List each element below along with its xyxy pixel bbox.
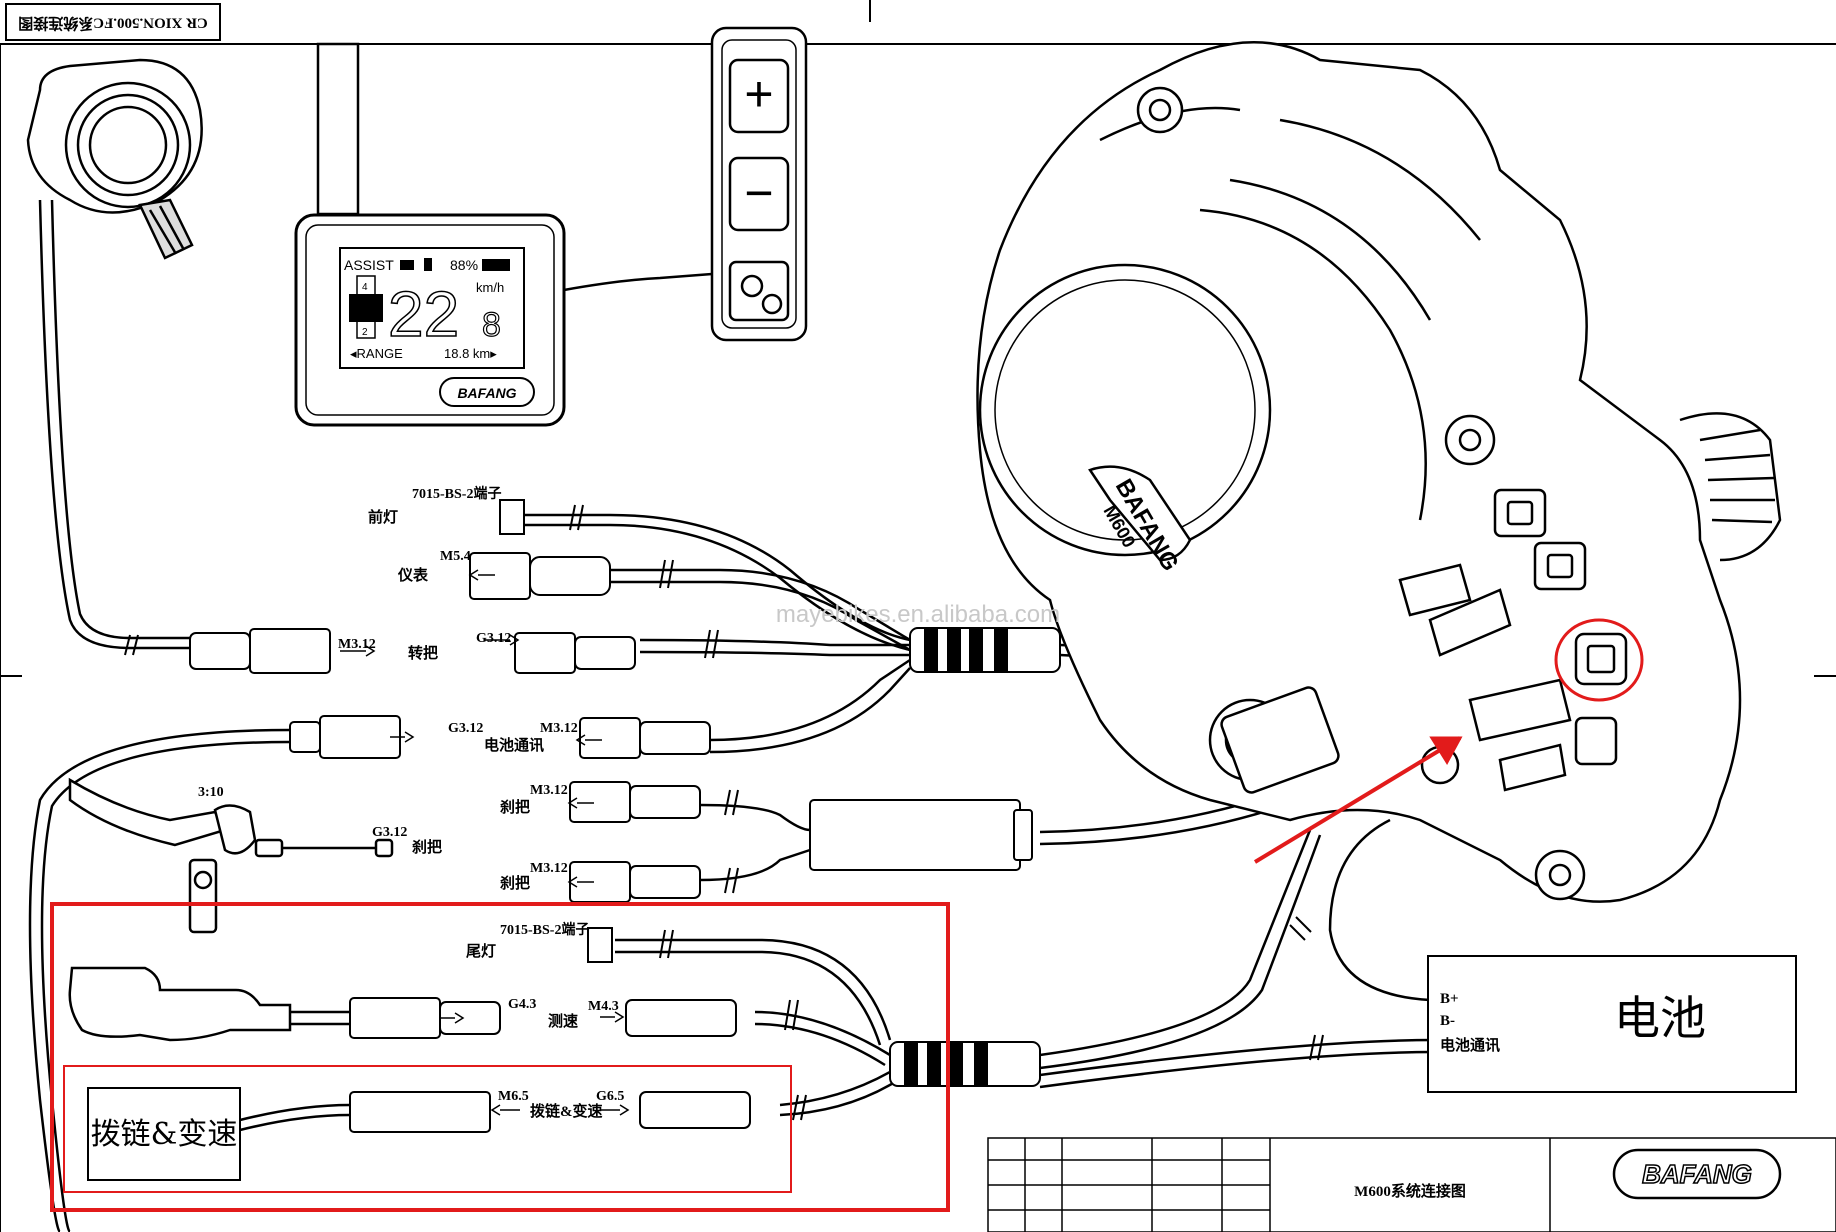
- shift-g-code: G6.5: [596, 1089, 624, 1104]
- brake2-m-code: M3.12: [530, 861, 568, 876]
- range-label: ◂RANGE: [350, 346, 403, 361]
- shift-box-label: 拨链&变速: [91, 1117, 238, 1152]
- brake-junction: [809, 799, 1021, 871]
- assist-level-top: 4: [362, 282, 368, 293]
- display-brand: BAFANG: [457, 385, 516, 401]
- speed-decimal: 8: [482, 306, 501, 344]
- assist-level-block: [349, 294, 383, 322]
- brake1-label: 刹把: [500, 798, 530, 816]
- highlight-marks: [1253, 618, 1644, 864]
- connectors: [189, 499, 1033, 1133]
- meter-code: M5.4: [440, 549, 471, 564]
- batt-comm-g-code: G3.12: [448, 721, 483, 736]
- brake1-m-code: M3.12: [530, 783, 568, 798]
- cable-break-marks: [124, 504, 1324, 1121]
- throttle-plug-m: [189, 632, 251, 670]
- shift-m-code: M6.5: [498, 1089, 529, 1104]
- power-icon: [761, 293, 783, 315]
- plus-icon: +: [744, 66, 773, 122]
- plus-button[interactable]: [728, 58, 790, 134]
- remote-control: + −: [710, 26, 808, 342]
- speed-m-code: M4.3: [588, 999, 619, 1014]
- speed-sensor: [68, 966, 292, 1042]
- highlight-box-inner: [63, 1065, 792, 1193]
- thumb-throttle: [26, 58, 203, 260]
- battery-box: B+ B- 电池通讯 电池: [1427, 955, 1797, 1093]
- throttle-m-code: M3.12: [338, 637, 376, 652]
- speed-label: 测速: [548, 1012, 578, 1030]
- display-mount: [316, 42, 360, 216]
- minus-icon: −: [744, 165, 773, 221]
- throttle-label: 转把: [408, 644, 438, 662]
- batt-comm-plug-g: [319, 715, 401, 759]
- throttle-plug-body: [249, 628, 331, 674]
- brake-label: 刹把: [412, 838, 442, 856]
- shift-label: 拨链&变速: [530, 1102, 603, 1120]
- batt-comm-m-code: M3.12: [540, 721, 578, 736]
- main-connectors: [889, 627, 1061, 1087]
- chainring-spline: [1679, 412, 1782, 562]
- walk-icon: [424, 258, 432, 271]
- light-icon: [400, 260, 414, 270]
- brake-ratio: 3:10: [198, 785, 224, 800]
- tail-light-label: 尾灯: [466, 943, 496, 960]
- walk-assist-icon: [740, 274, 764, 298]
- highlight-arrow-shaft: [1253, 736, 1462, 864]
- speed-g-code: G4.3: [508, 997, 536, 1012]
- minus-button[interactable]: [728, 156, 790, 232]
- assist-label: ASSIST: [344, 257, 394, 273]
- batt-comm-label: 电池通讯: [484, 736, 544, 754]
- harness-labels: 7015-BS-2端子 前灯 M5.4 仪表 M3.12 G3.12 转把 G3…: [198, 485, 624, 1120]
- motor-m600: BAFANG M600: [976, 40, 1782, 903]
- speed-plug-g: [349, 997, 441, 1039]
- highlight-box-outer: [50, 902, 950, 1212]
- battery-b-minus: B-: [1440, 1013, 1455, 1029]
- highlight-circle: [1554, 618, 1644, 702]
- direction-arrows: [340, 560, 630, 1116]
- brake-g-code: G3.12: [372, 825, 407, 840]
- front-light-label: 前灯: [368, 508, 398, 526]
- throttle-g-code: G3.12: [476, 631, 511, 646]
- range-value: 18.8 km▸: [444, 346, 497, 361]
- motor-cover: [978, 263, 1272, 557]
- shift-plug-m: [349, 1091, 491, 1133]
- battery-comm: 电池通讯: [1440, 1036, 1500, 1054]
- speed-plug-m: [625, 999, 737, 1037]
- throttle-plug-g: [514, 632, 576, 674]
- watermark: mayebikes.en.alibaba.com: [776, 601, 1060, 628]
- header-code: CR XION.500.FC系统连接图: [18, 15, 208, 33]
- drawing-title: M600系统连接图: [1354, 1182, 1466, 1200]
- battery-b-plus: B+: [1440, 991, 1459, 1007]
- batt-comm-plug-m: [579, 717, 641, 759]
- battery-icon: [482, 259, 510, 271]
- speed-main: 22: [388, 278, 459, 350]
- display-unit: ASSIST 88% 4 2 22 8 km/h ◂RANGE 18.8 km▸…: [294, 42, 713, 427]
- shift-box: [87, 1087, 241, 1181]
- highlight-arrow-head: [1429, 736, 1463, 765]
- assist-level-bottom: 2: [362, 327, 368, 338]
- brake2-label: 刹把: [500, 874, 530, 892]
- title-block: [987, 1137, 1836, 1232]
- speed-unit: km/h: [476, 280, 504, 295]
- meter-plug: [469, 552, 531, 600]
- tail-light-terminal-box: [587, 927, 613, 963]
- battery-percent: 88%: [450, 257, 478, 273]
- meter-label: 仪表: [397, 566, 429, 584]
- brake-lever: [68, 777, 394, 934]
- battery-title: 电池: [1614, 991, 1706, 1045]
- tail-light-terminal: 7015-BS-2端子: [500, 921, 589, 938]
- front-light-terminal-box: [499, 499, 525, 535]
- title-brand: BAFANG: [1642, 1159, 1752, 1189]
- shift-plug-g: [639, 1091, 751, 1129]
- header-code-box: CR XION.500.FC系统连接图: [5, 3, 221, 41]
- brake1-plug: [569, 781, 631, 823]
- front-light-terminal: 7015-BS-2端子: [412, 485, 501, 502]
